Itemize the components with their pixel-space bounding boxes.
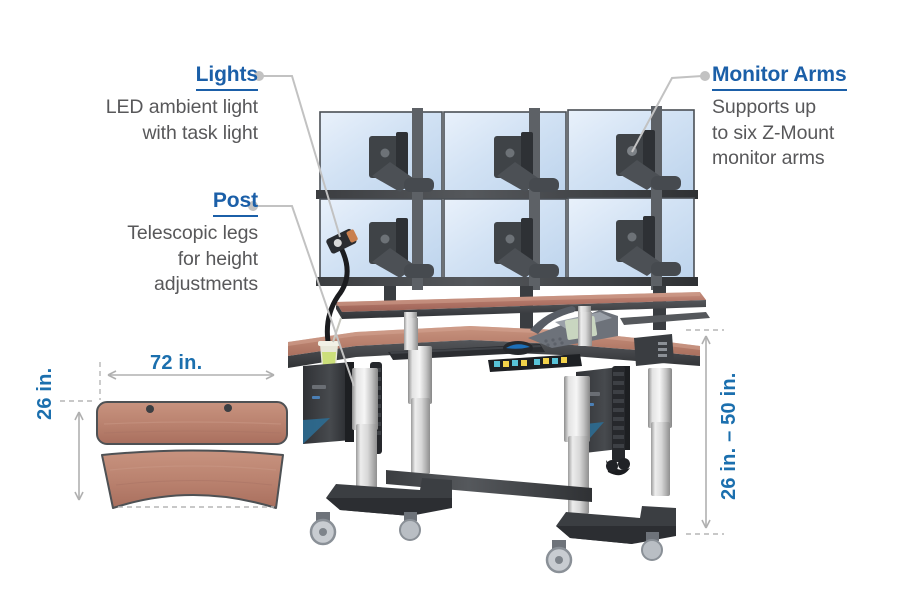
dimension-guides: [60, 362, 275, 508]
grommet-hole: [146, 405, 154, 413]
monitor-arm: [369, 132, 434, 192]
shelf-column-right: [578, 312, 592, 346]
shelf-column-left: [404, 318, 418, 350]
caster: [545, 540, 573, 574]
leader-lines: [248, 71, 710, 387]
callout-lights-line-2: with task light: [142, 121, 258, 144]
caster: [309, 512, 337, 546]
shelf-wing: [620, 312, 710, 325]
monitor-crossbar-upper: [316, 190, 698, 199]
callout-post-line-2: for height: [177, 247, 258, 270]
callout-post-heading[interactable]: Post: [212, 188, 258, 217]
grommet-hole: [224, 404, 232, 412]
telescopic-leg: [408, 346, 432, 474]
leader-line-post: [256, 205, 355, 387]
surface-top-view-curved: [101, 449, 284, 509]
monitor-arm: [494, 218, 559, 278]
power-strip: [488, 354, 582, 372]
telescopic-leg: [352, 368, 378, 496]
leader-dot-monitor-arms: [700, 71, 710, 81]
lower-worksurface: [288, 326, 700, 368]
surface-top-view-rectangular: [96, 401, 288, 445]
callout-post: Post Telescopic legs for height adjustme…: [60, 188, 258, 298]
callout-monitor-arms-line-2: to six Z-Mount: [712, 121, 835, 144]
caster: [641, 532, 663, 561]
dimension-label-width: 72 in.: [150, 352, 203, 374]
accessory-rail: [634, 334, 674, 366]
monitor-arm: [616, 130, 681, 190]
dimension-label-depth: 26 in.: [34, 367, 56, 420]
leader-dot-lights: [254, 71, 264, 81]
telescopic-leg: [648, 368, 672, 496]
callout-lights-line-1: LED ambient light: [105, 96, 258, 118]
leader-line-lights: [262, 75, 341, 238]
dimension-label-height: 26 in. – 50 in.: [718, 372, 740, 500]
upper-shelf: [336, 292, 706, 319]
monitor-arm: [369, 218, 434, 278]
leader-dot-post: [248, 201, 258, 211]
monitor-crossbar-lower: [316, 277, 698, 286]
cable-spine: [606, 366, 630, 476]
callout-monitor-arms: Monitor Arms Supports up to six Z-Mount …: [712, 62, 892, 172]
cpu-holder-left: [303, 362, 354, 444]
leader-line-monitor-arms: [631, 75, 703, 153]
caster: [399, 512, 421, 541]
monitor-arm: [616, 216, 681, 276]
base-frame: [326, 470, 676, 544]
callout-post-line-1: Telescopic legs: [127, 222, 258, 244]
callout-monitor-arms-line-3: monitor arms: [712, 147, 825, 169]
callout-lights-heading[interactable]: Lights: [195, 62, 258, 91]
height-dimension-guides: [686, 329, 724, 535]
callout-post-line-3: adjustments: [153, 273, 258, 295]
monitor-posts: [412, 106, 662, 290]
monitor-arm: [494, 132, 559, 192]
callout-monitor-arms-heading[interactable]: Monitor Arms: [712, 62, 847, 91]
callout-monitor-arms-line-1: Supports up: [712, 96, 817, 118]
callout-lights: Lights LED ambient light with task light: [30, 62, 258, 146]
